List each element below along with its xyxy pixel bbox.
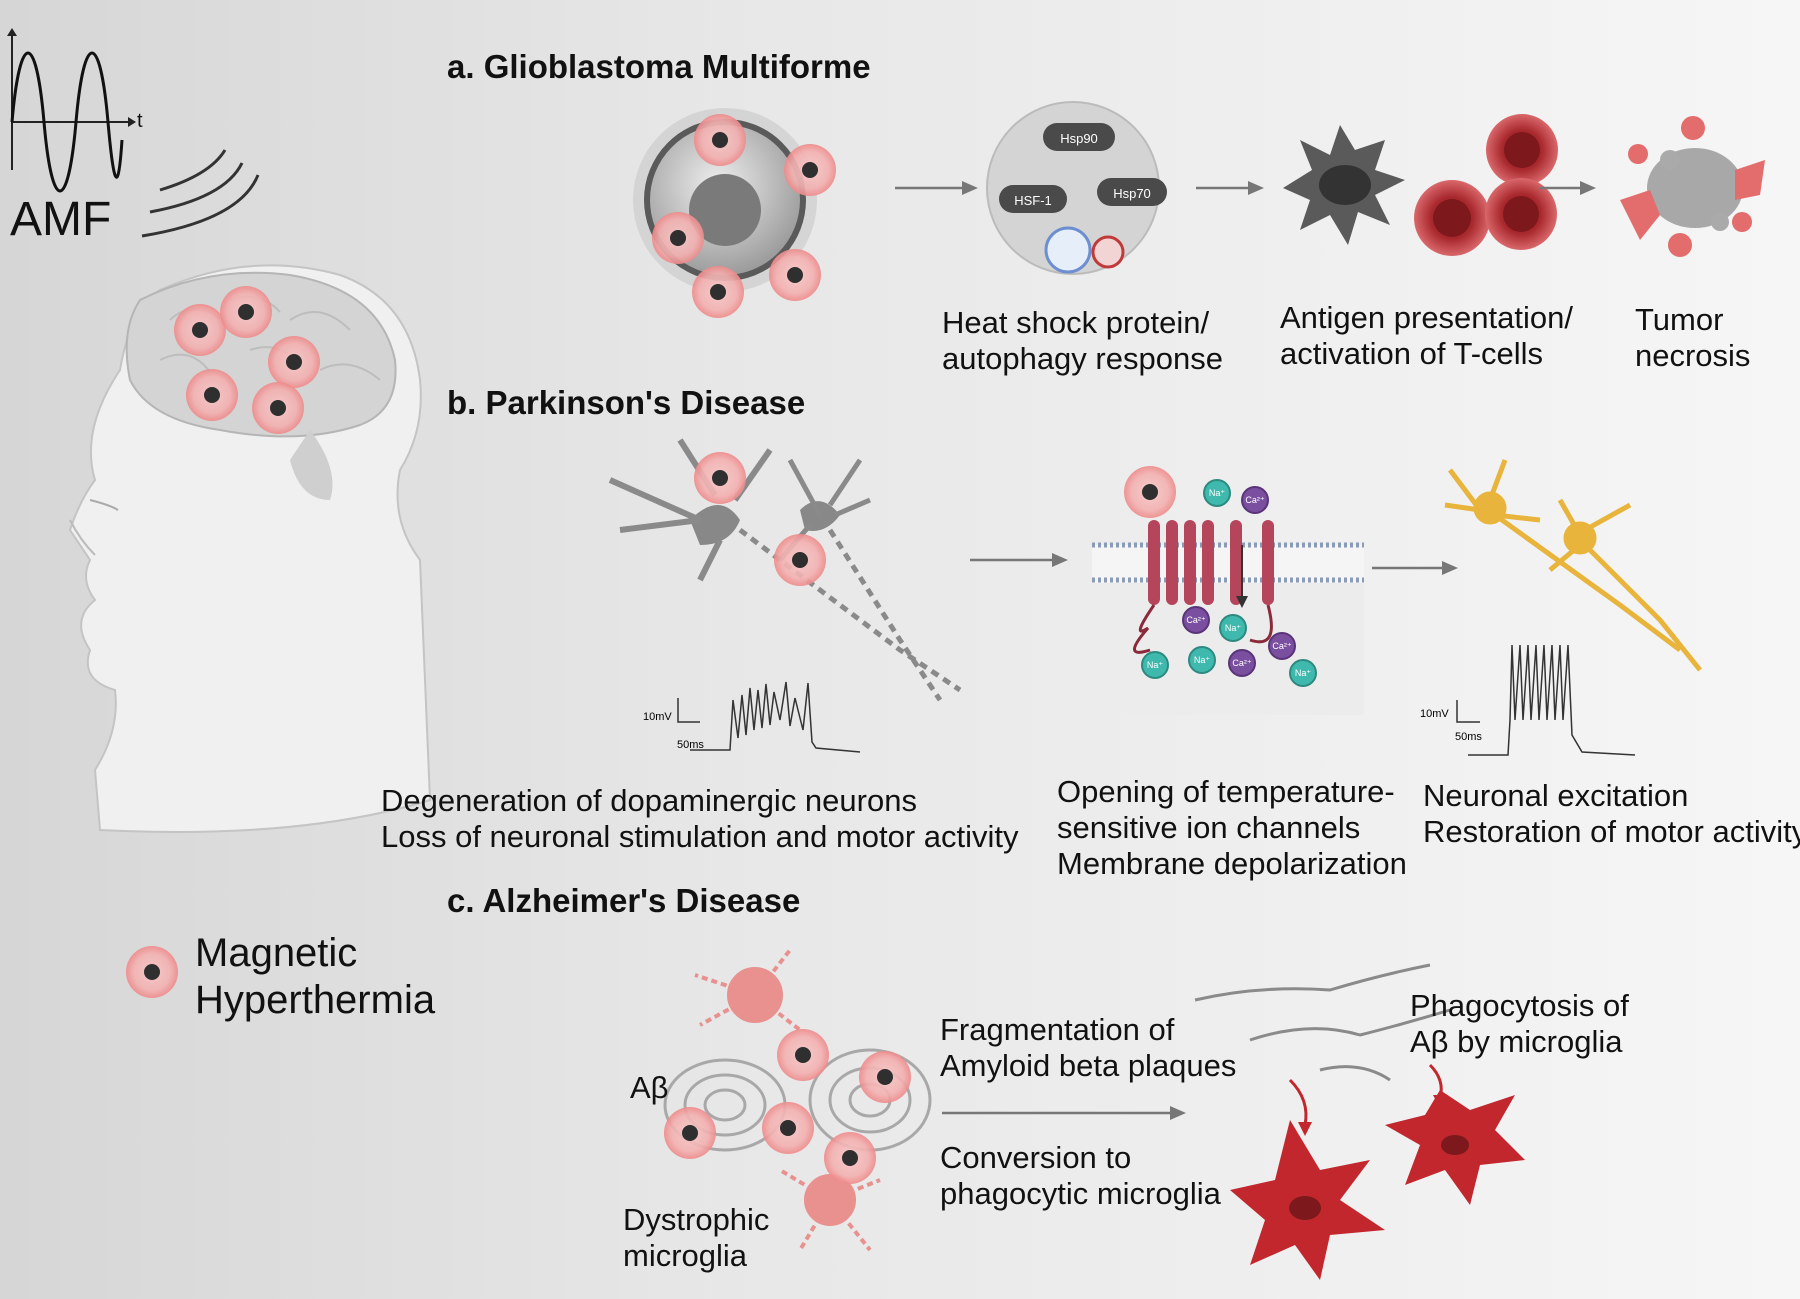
hsp90-label: Hsp90 <box>1060 131 1098 146</box>
ion-ca <box>1182 606 1210 634</box>
head-silhouette <box>68 264 432 833</box>
time-axis-label: t <box>137 110 143 132</box>
legend-line: Hyperthermia <box>195 978 436 1022</box>
t-cell <box>1486 114 1558 186</box>
heat-shock-cell <box>986 101 1167 275</box>
phagocytic-microglia <box>1230 1090 1525 1280</box>
nanoparticle-icon <box>769 249 821 301</box>
nanoparticle-icon <box>762 1102 814 1154</box>
abeta-label: Aβ <box>630 1070 669 1105</box>
ion-label: Ca²⁺ <box>1272 641 1292 651</box>
legend-label: Magnetic Hyperthermia <box>195 930 435 1024</box>
nanoparticle-icon <box>774 534 826 586</box>
ion-ca <box>1241 486 1269 514</box>
arrow-icon <box>1288 1063 1443 1126</box>
nanoparticle-icon <box>694 452 746 504</box>
nanoparticle-icon <box>186 369 238 421</box>
membrane-potential-trace <box>1456 644 1636 756</box>
legend-line: Magnetic <box>195 931 358 975</box>
arrow-icon <box>970 553 1068 567</box>
amf-label: AMF <box>10 193 112 246</box>
nanoparticle-icon <box>859 1051 911 1103</box>
nanoparticle-icon <box>252 382 304 434</box>
hsp70-label: Hsp70 <box>1113 186 1151 201</box>
step-ion-channels: Opening of temperature-sensitive ion cha… <box>1057 774 1407 881</box>
ion-na <box>1289 659 1317 687</box>
tumor-necrosis-icon <box>1620 116 1765 257</box>
nanoparticle-icon <box>1124 466 1176 518</box>
step-antigen: Antigen presentation/activation of T-cel… <box>1280 300 1573 371</box>
nanoparticle-icon <box>174 304 226 356</box>
t-cell <box>1485 178 1557 250</box>
arrow-icon <box>1196 181 1264 195</box>
ion-label: Na⁺ <box>1147 660 1164 670</box>
arrow-head-icon <box>1433 1095 1447 1108</box>
section-a-title: a. Glioblastoma Multiforme <box>447 48 871 85</box>
ion-label: Na⁺ <box>1194 655 1211 665</box>
nanoparticle-icon <box>694 114 746 166</box>
ion-na <box>1219 614 1247 642</box>
trace-voltage-scale: 10mV <box>643 711 672 723</box>
nanoparticle-icon <box>784 144 836 196</box>
nanoparticle-icon <box>664 1107 716 1159</box>
ion-na <box>1188 646 1216 674</box>
trace-voltage-scale: 10mV <box>1420 708 1449 720</box>
dystrophic-microglia <box>694 948 881 1252</box>
arrow-icon <box>895 181 978 195</box>
amyloid-fragments <box>1194 963 1451 1082</box>
ion-label: Ca²⁺ <box>1245 495 1265 505</box>
field-lines-icon <box>141 149 260 238</box>
nanoparticle-icon <box>692 266 744 318</box>
ion-label: Ca²⁺ <box>1232 658 1252 668</box>
arrow-icon <box>1372 561 1458 575</box>
dendritic-cell <box>1283 125 1405 245</box>
trace-time-scale: 50ms <box>677 739 704 751</box>
t-cell <box>1414 180 1490 256</box>
section-c-title: c. Alzheimer's Disease <box>447 882 801 919</box>
arrow-head-icon <box>1298 1122 1312 1136</box>
arrow-icon <box>1540 181 1596 195</box>
arrow-icon <box>942 1106 1186 1120</box>
nanoparticle-icon <box>652 212 704 264</box>
legend-nanoparticle-icon <box>126 946 178 998</box>
amf-wave-icon <box>7 28 136 193</box>
nanoparticle-icon <box>824 1132 876 1184</box>
ion-ca <box>1268 632 1296 660</box>
ion-label: Na⁺ <box>1295 668 1312 678</box>
trace-time-scale: 50ms <box>1455 731 1482 743</box>
ion-ca <box>1228 649 1256 677</box>
membrane-potential-trace <box>677 681 861 753</box>
ion-label: Ca²⁺ <box>1186 615 1206 625</box>
ion-label: Na⁺ <box>1225 623 1242 633</box>
ion-na <box>1141 651 1169 679</box>
healthy-neurons <box>1444 459 1702 672</box>
ion-na <box>1203 479 1231 507</box>
section-b-title: b. Parkinson's Disease <box>447 384 806 421</box>
ion-label: Na⁺ <box>1209 488 1226 498</box>
step-heat-shock: Heat shock protein/autophagy response <box>942 305 1223 376</box>
nanoparticle-icon <box>777 1029 829 1081</box>
nanoparticle-icon <box>220 286 272 338</box>
nanoparticle-icon <box>268 336 320 388</box>
hsf1-label: HSF-1 <box>1014 193 1052 208</box>
